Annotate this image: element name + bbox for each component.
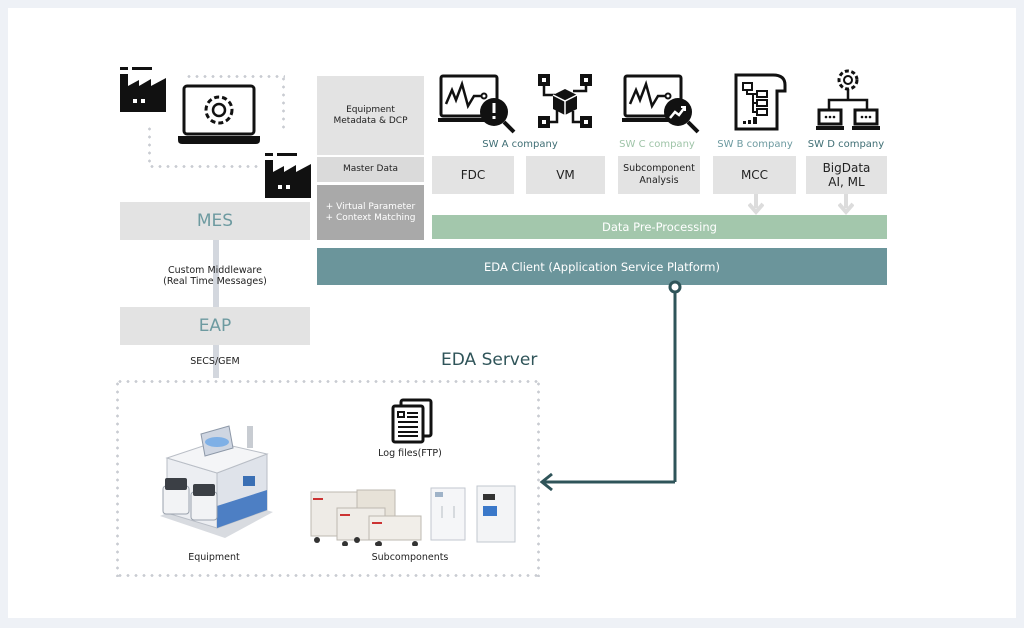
subcomponents-illustration [307,484,525,546]
subcomponents-label: Subcomponents [371,552,449,563]
mcc-tile: MCC [713,156,796,194]
master-data-box: Master Data [317,157,424,182]
equipment-label: Equipment [188,552,240,563]
data-preprocessing-bar: Data Pre-Processing [432,215,887,239]
vm-tile: VM [526,156,605,194]
server-border-right [537,380,540,577]
data-preprocessing-label: Data Pre-Processing [602,220,717,234]
eda-server-boundary [116,380,540,577]
server-border-bottom [116,574,540,577]
server-border-left [116,380,119,577]
mcc-down-arrow-icon [748,194,764,216]
eap-box: EAP [120,307,310,345]
virtual-parameter-label: + Virtual Parameter [325,201,416,212]
log-files-icon [390,398,434,444]
equipment-metadata-line2: Metadata & DCP [333,115,408,126]
bigdata-down-arrow-icon [838,194,854,216]
secs-gem-label: SECS/GEM [190,356,240,367]
log-files-label: Log files(FTP) [378,448,442,459]
eap-label: EAP [198,316,232,336]
factory-icon-2 [264,152,312,200]
laptop-fdc-alert-icon [438,74,516,134]
eda-client-to-server-arrow [536,278,686,492]
dotted-connector-right [282,75,285,130]
fdc-label: FDC [460,168,486,182]
virtual-parameter-box: + Virtual Parameter + Context Matching [317,185,424,240]
equipment-metadata-box: Equipment Metadata & DCP [317,76,424,155]
factory-icon [119,66,167,114]
fdc-tile: FDC [432,156,514,194]
bigdata-line1: BigData [822,161,871,175]
vm-label: VM [556,168,575,182]
middleware-line1: Custom Middleware [168,265,262,276]
document-flowchart-icon [733,71,789,133]
equipment-illustration [155,418,275,543]
middleware-line2: (Real Time Messages) [163,276,267,287]
laptop-trend-analysis-icon [622,74,700,134]
middleware-label: Custom Middleware (Real Time Messages) [120,265,310,287]
equipment-metadata-line1: Equipment [346,104,395,115]
mes-label: MES [196,211,234,231]
subcomponent-line2: Analysis [639,175,679,186]
sw-a-company-label: SW A company [482,139,558,150]
dotted-connector-top [185,75,285,78]
laptop-gear-icon [178,84,260,146]
eda-server-title: EDA Server [441,350,538,370]
eda-client-bar: EDA Client (Application Service Platform… [317,248,887,285]
subcomponent-analysis-tile: Subcomponent Analysis [618,156,700,194]
context-matching-label: + Context Matching [325,212,416,223]
server-border-top [116,380,540,383]
sw-c-company-label: SW C company [619,139,695,150]
subcomponent-line1: Subcomponent [623,163,695,174]
gear-network-computers-icon [815,66,881,134]
bigdata-line2: AI, ML [828,175,865,189]
bigdata-tile: BigData AI, ML [806,156,887,194]
cube-network-icon [537,73,593,129]
sw-d-company-label: SW D company [807,139,885,150]
master-data-label: Master Data [342,164,399,174]
eda-client-label: EDA Client (Application Service Platform… [484,259,720,274]
sw-b-company-label: SW B company [717,139,793,150]
mes-box: MES [120,202,310,240]
mcc-label: MCC [740,168,769,182]
dotted-connector-bottom [148,165,258,168]
dotted-connector-left [148,125,151,165]
